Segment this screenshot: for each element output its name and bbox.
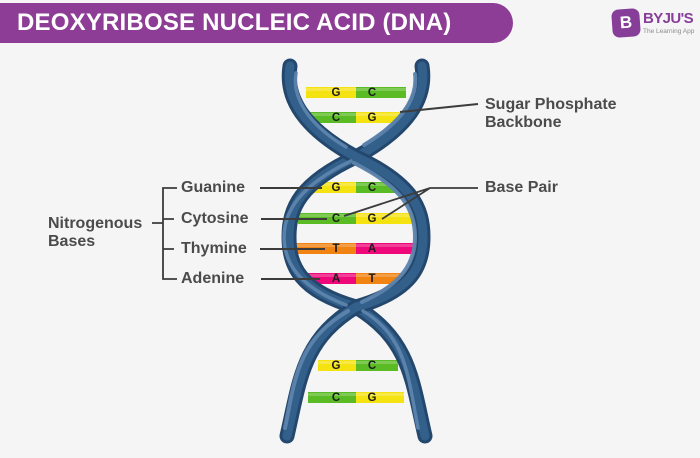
base-letter: G xyxy=(332,87,341,99)
base-letter: C xyxy=(368,360,376,372)
base-letter: C xyxy=(368,182,376,194)
strand-highlight xyxy=(362,72,418,147)
base-pair-connector-lines xyxy=(343,187,478,220)
strand-highlight xyxy=(282,159,353,307)
rung-cell-right xyxy=(356,273,412,284)
base-letter: C xyxy=(368,87,376,99)
adenine-label: Adenine xyxy=(181,270,245,287)
sugar-phosphate-connector-line xyxy=(399,103,479,113)
base-letter: G xyxy=(332,182,341,194)
base-letter: G xyxy=(368,213,377,225)
base-letter: G xyxy=(332,360,341,372)
rung-6 xyxy=(299,273,412,284)
nitrogenous-bases-label: Nitrogenous Bases xyxy=(48,215,142,251)
base-letter: G xyxy=(368,392,377,404)
rung-cell-right xyxy=(356,213,414,224)
rung-3 xyxy=(310,182,402,193)
brand-name: BYJU'S xyxy=(643,10,694,27)
rung-highlight xyxy=(298,214,414,217)
strand-highlights xyxy=(282,71,420,430)
rung-cell-left xyxy=(310,182,356,193)
base-letter: C xyxy=(332,392,340,404)
base-letters: G C C G G C C G T A A T G C C G xyxy=(332,87,377,404)
rung-cell-left xyxy=(308,392,356,403)
rung-highlight xyxy=(308,393,404,396)
base-letter: T xyxy=(332,243,339,255)
connector-lines xyxy=(152,103,479,280)
thymine-label: Thymine xyxy=(181,240,247,257)
rung-highlight xyxy=(310,183,402,186)
rung-cell-left xyxy=(299,273,356,284)
rung-cell-left xyxy=(304,112,356,123)
rung-cell-right xyxy=(356,182,402,193)
guanine-label: Guanine xyxy=(181,179,246,196)
base-letter: G xyxy=(368,112,377,124)
base-letter: A xyxy=(332,273,340,285)
strand-front-core xyxy=(282,61,428,441)
cytosine-label: Cytosine xyxy=(181,210,249,227)
rung-cell-right xyxy=(356,112,410,123)
base-pair-label: Base Pair xyxy=(485,179,558,196)
base-letter: C xyxy=(332,112,340,124)
nitrogenous-line2: Bases xyxy=(48,233,96,250)
rung-highlight xyxy=(299,274,412,277)
nitrogenous-bases-bracket xyxy=(152,187,177,280)
rung-highlight xyxy=(318,361,398,364)
rung-2 xyxy=(304,112,410,123)
strand-highlight xyxy=(352,161,418,304)
sugar-line2: Backbone xyxy=(485,114,562,131)
base-letter: T xyxy=(368,273,375,285)
strand-highlight xyxy=(283,309,350,430)
rung-cell-right xyxy=(356,87,406,98)
strand-highlight xyxy=(361,309,420,430)
rung-1 xyxy=(306,87,406,98)
sugar-phosphate-backbone-label: Sugar Phosphate Backbone xyxy=(485,96,617,132)
rung-cell-left xyxy=(306,87,356,98)
rung-highlight xyxy=(306,88,406,91)
sugar-line1: Sugar Phosphate xyxy=(485,96,617,113)
base-letter: A xyxy=(368,243,376,255)
rung-7 xyxy=(318,360,398,371)
header-banner: DEOXYRIBOSE NUCLEIC ACID (DNA) xyxy=(0,3,513,43)
rung-cell-right xyxy=(356,392,404,403)
byjus-logo: B BYJU'S The Learning App xyxy=(611,8,696,41)
dna-strand-front xyxy=(279,58,431,444)
rung-cell-left xyxy=(318,360,356,371)
strand-highlight xyxy=(293,71,348,149)
brand-tagline: The Learning App xyxy=(643,28,695,35)
rung-8 xyxy=(308,392,404,403)
base-letter: C xyxy=(332,213,340,225)
rung-cell-right xyxy=(356,360,398,371)
nitrogenous-line1: Nitrogenous xyxy=(48,215,143,232)
rung-highlight xyxy=(294,244,418,247)
rung-highlight xyxy=(304,113,410,116)
page-title: DEOXYRIBOSE NUCLEIC ACID (DNA) xyxy=(17,9,452,36)
rung-cell-right xyxy=(356,243,418,254)
